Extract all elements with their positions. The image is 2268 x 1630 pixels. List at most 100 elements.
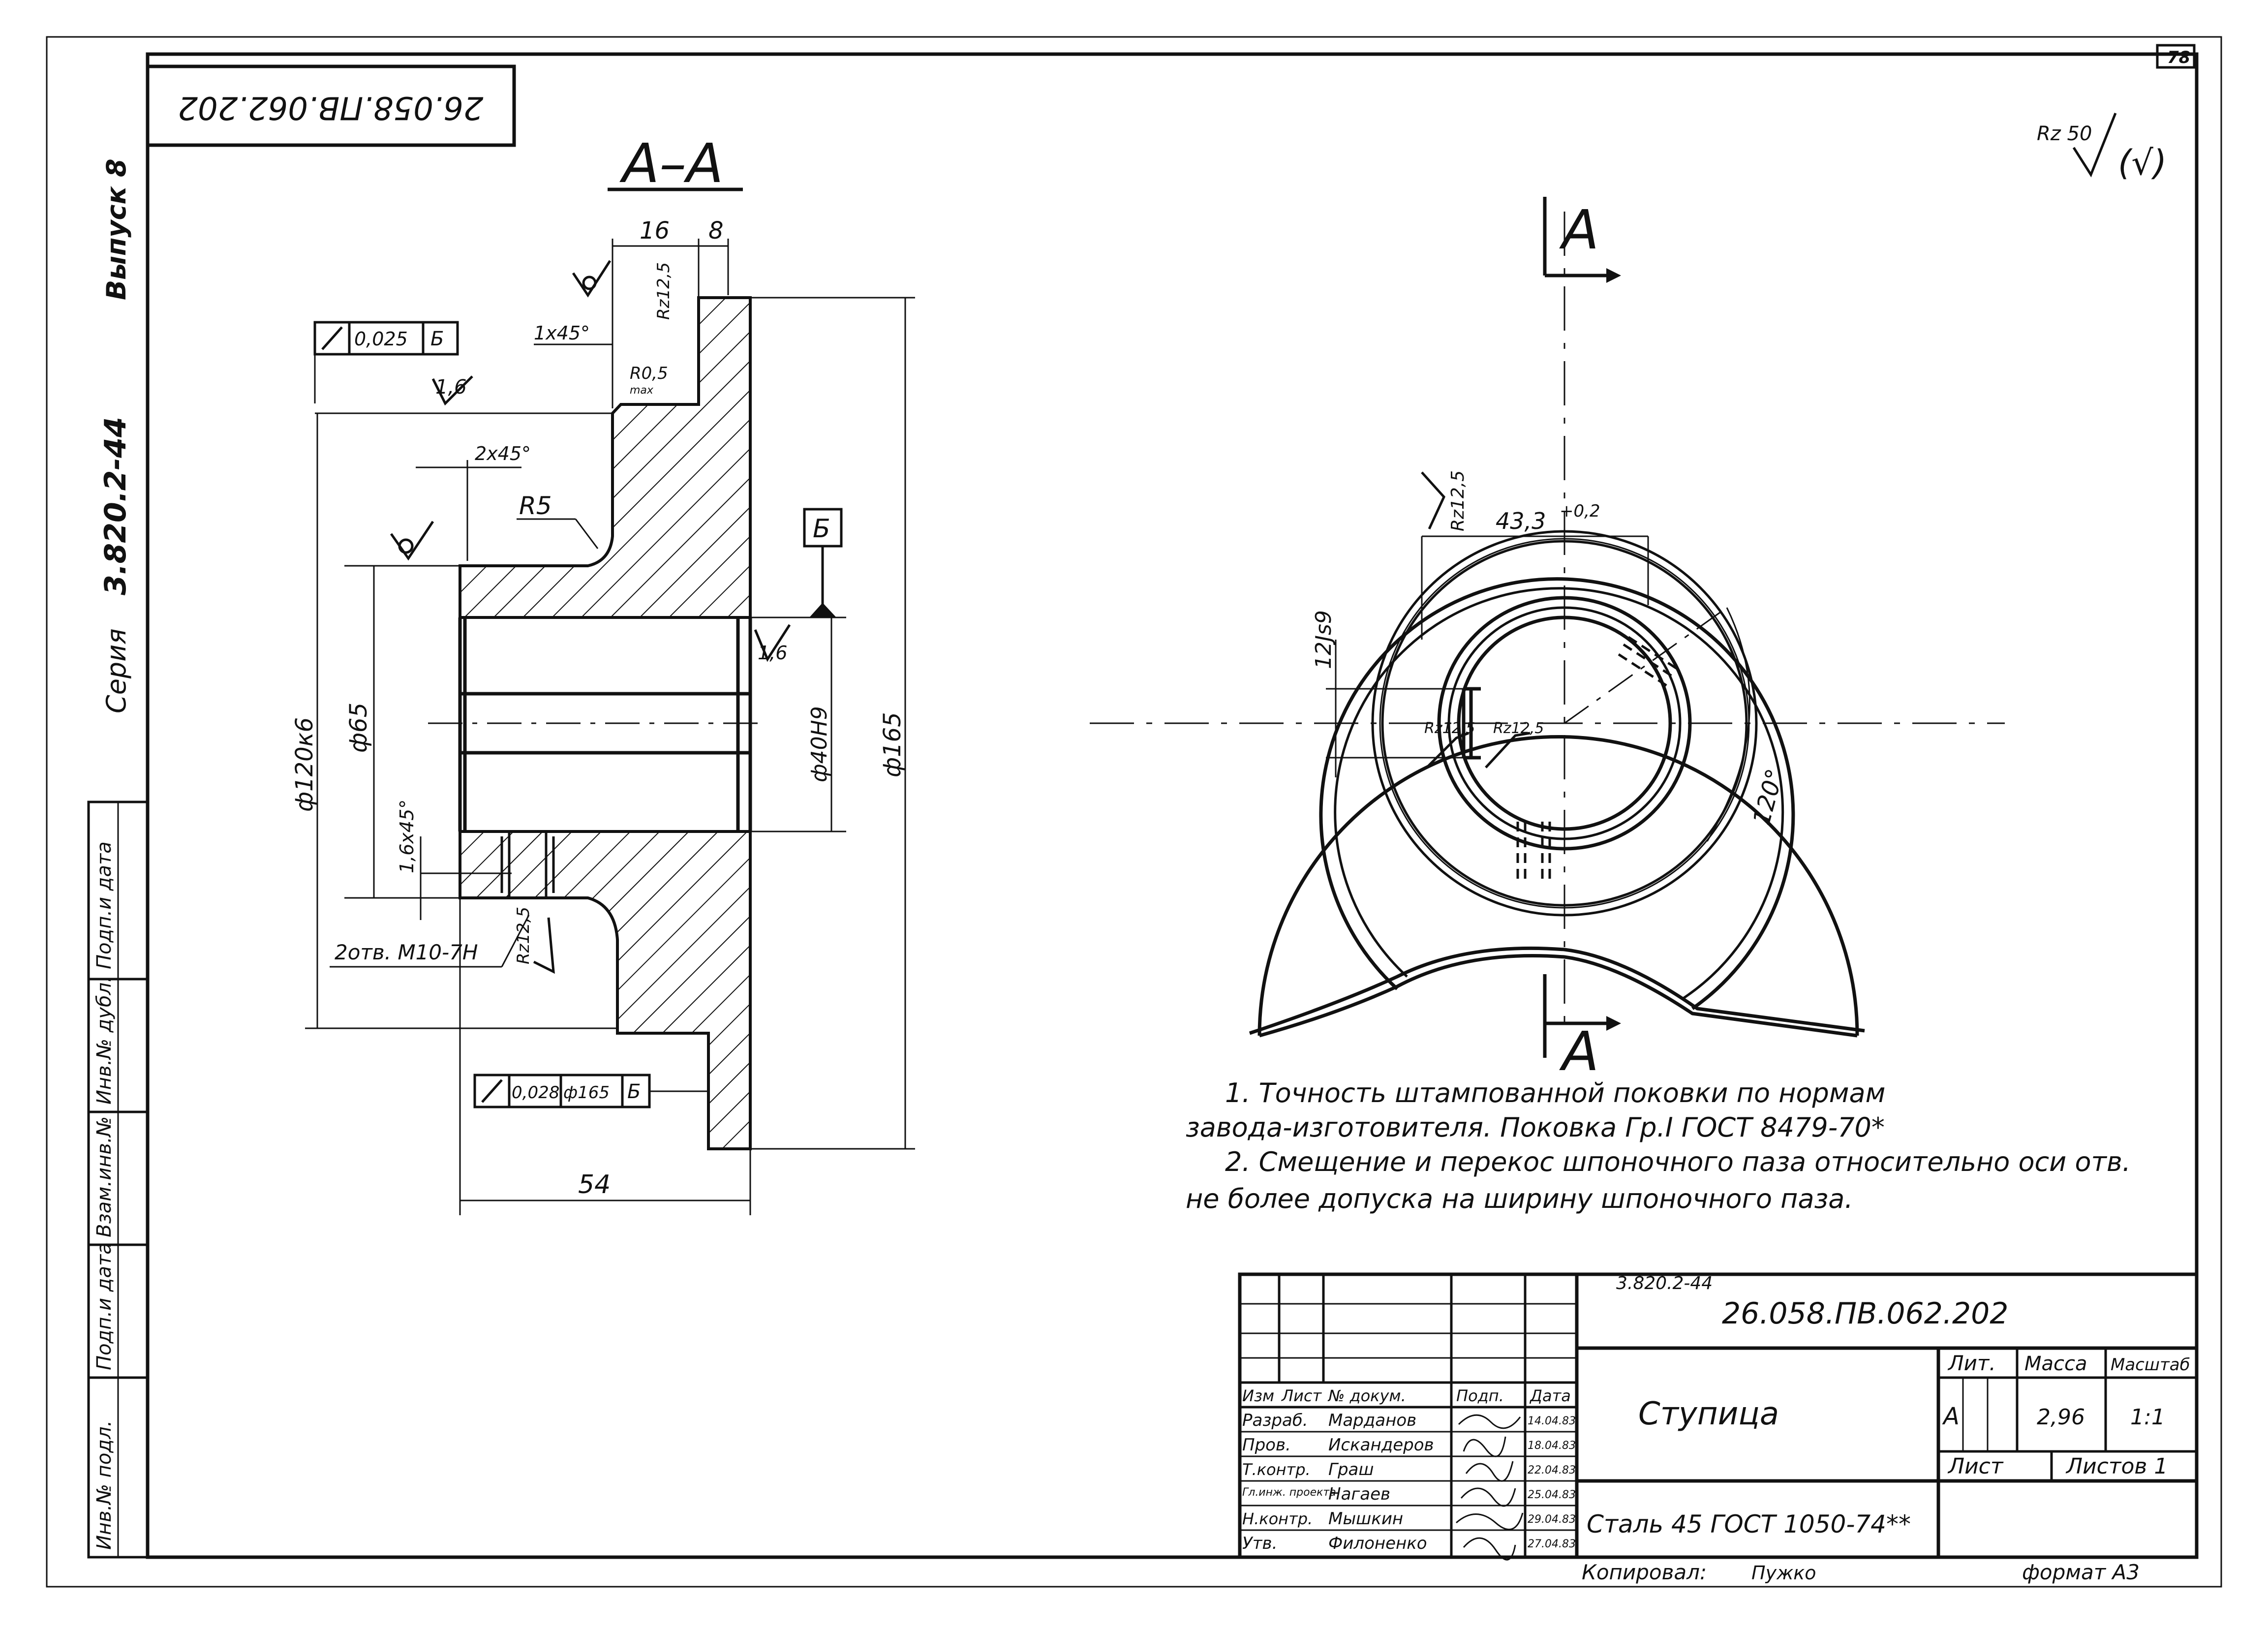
tb-scale-value: 1:1 (2130, 1405, 2165, 1430)
keyway-js: 12Js9 (1311, 610, 1336, 669)
section-title: А–А (619, 132, 724, 195)
tb-h-sign: Подп. (1456, 1386, 1504, 1405)
signatures (1456, 1414, 1524, 1561)
note-line-3: 2. Смещение и перекос шпоночного паза от… (1225, 1146, 2131, 1177)
tb-date-4: 29.04.83 (1528, 1513, 1576, 1526)
tb-series: 3.820.2-44 (1616, 1273, 1713, 1293)
cut-label-top: А (1559, 198, 1599, 261)
general-roughness: Rz 50 (√) (2037, 113, 2167, 183)
front-view (1090, 197, 2005, 1058)
tb-material: Сталь 45 ГОСТ 1050-74** (1587, 1510, 1911, 1538)
tb-name-0: Марданов (1328, 1411, 1416, 1430)
issue-label: Выпуск 8 (101, 158, 132, 300)
tb-name-2: Граш (1328, 1460, 1374, 1479)
svg-text:(√): (√) (2118, 143, 2167, 183)
svg-text:ф65: ф65 (345, 703, 372, 753)
rz-left: Rz12,5 (1424, 720, 1475, 737)
format-label: формат А3 (2022, 1560, 2140, 1584)
svg-text:ф40H9: ф40H9 (807, 706, 832, 782)
series-code: 3.820.2-44 (98, 417, 133, 595)
doc-code-rotated: 26.058.ПВ.062.202 (178, 89, 483, 125)
outer-border (46, 36, 2222, 1588)
title-block (1238, 1272, 2199, 1559)
svg-text:0,025: 0,025 (354, 328, 408, 350)
r05-sub: max (630, 384, 654, 397)
svg-text:54: 54 (578, 1170, 611, 1199)
tb-name-1: Искандеров (1328, 1435, 1434, 1455)
tb-part-name: Ступица (1638, 1396, 1779, 1432)
dim-widths-top: 16 8 (612, 217, 729, 408)
tb-h-izm: Изм (1242, 1386, 1274, 1405)
r05: R0,5 (630, 364, 668, 383)
stamp-cell-3: Взам.инв.№ (93, 1116, 116, 1237)
tb-mass-value: 2,96 (2037, 1405, 2085, 1430)
inner-frame (146, 52, 2199, 1559)
dim-dia40: ф40H9 (750, 617, 846, 832)
dim-dia65: ф65 (344, 565, 460, 899)
tb-role-0: Разраб. (1242, 1411, 1308, 1430)
tb-name-5: Филоненко (1328, 1534, 1427, 1553)
svg-text:Rz 50: Rz 50 (2037, 123, 2092, 145)
series-label: Серия (101, 628, 132, 713)
tb-role-2: Т.контр. (1242, 1460, 1311, 1479)
tb-name-4: Мышкин (1328, 1509, 1403, 1529)
doc-code-box (146, 64, 516, 147)
keyway-lines (460, 692, 750, 755)
tb-h-doc: № докум. (1327, 1386, 1406, 1405)
runout-frame-2: 0,028 ф165 Б (473, 1074, 708, 1108)
stamp-cell-2: Инв.№ дубл. (93, 976, 116, 1105)
svg-text:Б: Б (627, 1080, 641, 1103)
tb-date-0: 14.04.83 (1528, 1415, 1576, 1427)
side-stamp: Подп.и дата Инв.№ дубл. Взам.инв.№ Подп.… (87, 800, 149, 1559)
svg-text:16: 16 (640, 217, 670, 245)
chamfer-2: 2x45° (475, 443, 531, 464)
copied-name: Пужко (1751, 1562, 1816, 1584)
dim-len54: 54 (459, 898, 751, 1215)
notes: 1. Точность штампованной поковки по норм… (1186, 1077, 2131, 1214)
svg-text:Б: Б (430, 328, 444, 350)
svg-text:0,028: 0,028 (512, 1083, 559, 1103)
holes-label: 2отв. М10-7Н (335, 940, 478, 964)
stamp-cell-1: Подп.и дата (93, 841, 116, 969)
roughness-sign-top (572, 260, 612, 298)
dim-dia165: ф165 (708, 297, 915, 1150)
svg-text:ф165: ф165 (879, 712, 906, 777)
keyway-tol: +0,2 (1560, 501, 1600, 521)
rz-top: Rz12,5 (654, 262, 674, 320)
chamfer-16: 1,6x45° (396, 800, 418, 873)
tb-date-1: 18.04.83 (1528, 1440, 1576, 1452)
svg-text:ф165: ф165 (563, 1083, 610, 1103)
stamp-cell-5: Инв.№ подл. (93, 1420, 116, 1550)
rz-key: Rz12,5 (1448, 470, 1468, 531)
runout-frame-1: 0,025 Б (313, 321, 459, 403)
stamp-cell-4: Подп.и дата (93, 1242, 116, 1370)
tapped-hole (500, 831, 555, 898)
svg-text:ф120к6: ф120к6 (291, 717, 318, 812)
tb-date-5: 27.04.83 (1528, 1538, 1576, 1550)
base-b: Б (813, 514, 830, 544)
hub-section-upper (459, 296, 752, 619)
note-line-2: завода-изготовителя. Поковка Гр.I ГОСТ 8… (1186, 1112, 1885, 1143)
tb-mass-label: Масса (2024, 1353, 2087, 1375)
tb-sheet-label: Лист (1947, 1454, 2004, 1479)
tb-role-3: Гл.инж. проекта (1242, 1486, 1336, 1499)
cut-label-bottom: А (1559, 1020, 1599, 1083)
tb-date-2: 22.04.83 (1528, 1464, 1576, 1476)
rz-hole: Rz12,5 (514, 907, 533, 964)
note-line-1: 1. Точность штампованной поковки по норм… (1225, 1077, 1885, 1108)
roughness-sign-left (390, 521, 434, 561)
tb-h-list: Лист (1281, 1386, 1322, 1405)
dim-dia120: ф120к6 (291, 413, 318, 1028)
tb-h-date: Дата (1529, 1386, 1571, 1405)
tb-role-5: Утв. (1242, 1534, 1277, 1553)
bore-outline (458, 617, 752, 831)
note-line-4: не более допуска на ширину шпоночного па… (1186, 1183, 1853, 1214)
tb-code: 26.058.ПВ.062.202 (1722, 1296, 2008, 1331)
sheet-number: 78 (2167, 48, 2190, 67)
rz-right: Rz12,5 (1493, 720, 1544, 737)
r5: R5 (519, 492, 552, 520)
tb-date-3: 25.04.83 (1528, 1489, 1576, 1501)
tb-scale-label: Масштаб (2111, 1355, 2190, 1375)
svg-text:8: 8 (708, 217, 724, 245)
